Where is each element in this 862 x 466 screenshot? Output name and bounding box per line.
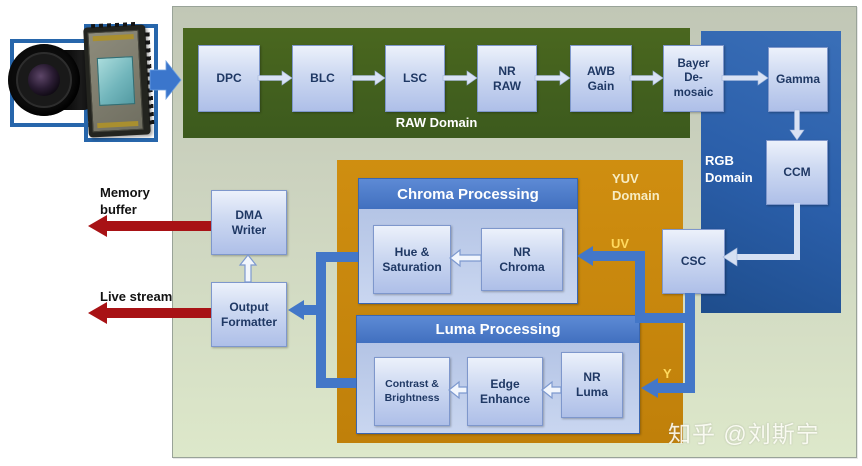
rgb-domain-label: RGB Domain <box>705 153 753 185</box>
sensor-gold-pads <box>97 120 139 129</box>
block-nr-raw: NR RAW <box>477 45 537 112</box>
watermark: 知乎 @刘斯宁 <box>668 421 820 447</box>
block-contrast-brightness: Contrast & Brightness <box>374 357 450 426</box>
chroma-processing-header: Chroma Processing <box>359 179 577 209</box>
live-stream-label: Live stream <box>100 289 173 304</box>
memory-buffer-label: Memory buffer <box>100 185 150 217</box>
block-hue-saturation: Hue & Saturation <box>373 225 451 294</box>
block-gamma: Gamma <box>768 47 828 112</box>
block-awb-gain: AWB Gain <box>570 45 632 112</box>
block-dpc: DPC <box>198 45 260 112</box>
lens-glass <box>28 64 60 96</box>
block-nr-luma: NR Luma <box>561 352 623 418</box>
block-edge-enhance: Edge Enhance <box>467 357 543 426</box>
block-output-formatter: Output Formatter <box>211 282 287 347</box>
image-sensor-icon <box>83 21 155 138</box>
sensor-substrate <box>87 29 144 133</box>
block-lsc: LSC <box>385 45 445 112</box>
camera-lens-icon <box>8 44 80 116</box>
sensor-gold-pads <box>92 34 134 42</box>
lens-ring <box>16 52 72 108</box>
block-csc: CSC <box>662 229 725 294</box>
yuv-domain-label: YUV Domain <box>612 171 660 203</box>
y-signal-label: Y <box>663 366 672 381</box>
sensor-active-area <box>96 56 135 106</box>
luma-processing-header: Luma Processing <box>357 316 639 343</box>
block-bayer-demosaic: Bayer De- mosaic <box>663 45 724 112</box>
block-nr-chroma: NR Chroma <box>481 228 563 291</box>
block-dma-writer: DMA Writer <box>211 190 287 255</box>
block-blc: BLC <box>292 45 353 112</box>
uv-signal-label: UV <box>611 236 630 251</box>
raw-domain-label: RAW Domain <box>395 115 478 130</box>
block-ccm: CCM <box>766 140 828 205</box>
